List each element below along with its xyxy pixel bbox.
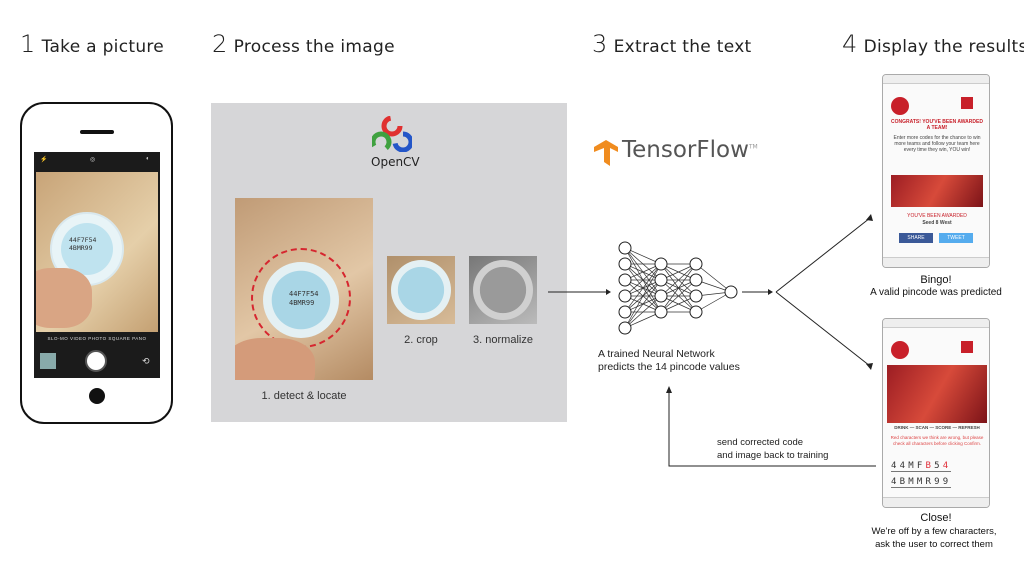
pin-char[interactable]: 4 [891,477,900,488]
share-button: SHARE [899,233,933,243]
neural-network [619,242,737,334]
network-node [619,258,631,270]
network-edge [625,280,661,328]
network-node [690,274,702,286]
close-subtitle-line: ask the user to correct them [846,538,1022,551]
pin-row-2: 4BMMR99 [891,477,981,487]
browser-toolbar [883,257,990,268]
network-node [619,290,631,302]
feedback-caption-line: send corrected code [717,436,828,449]
network-node [690,258,702,270]
pin-char[interactable]: 5 [934,461,943,472]
pin-char[interactable]: M [908,477,917,488]
pin-char[interactable]: 4 [900,461,909,472]
network-node [655,290,667,302]
pin-char[interactable]: M [917,477,926,488]
pin-row-1: 44MFB54 [891,461,981,471]
brand-logo-icon [891,341,909,359]
pin-char[interactable]: B [926,461,935,472]
network-node [619,242,631,254]
close-subtitle-line: We're off by a few characters, [846,525,1022,538]
network-node [690,306,702,318]
feedback-caption-line: and image back to training [717,449,828,462]
pin-char[interactable]: M [908,461,917,472]
promo-banner [891,175,983,207]
success-title: Bingo! [858,274,1014,286]
browser-toolbar [883,497,990,508]
arrow-to-close [776,292,870,366]
success-subtitle: A valid pincode was predicted [858,287,1014,298]
arrowhead-to-success [866,214,873,221]
status-bar [883,75,989,84]
feedback-caption: send corrected code and image back to tr… [717,436,828,462]
awarded-label: YOU'VE BEEN AWARDED [889,213,985,219]
close-screen: DRINK — SCAN — SCORE — REFRESH Red chara… [882,318,990,508]
network-node [655,306,667,318]
arrow-to-success [776,218,870,292]
tweet-button: TWEET [939,233,973,243]
brand-logo-icon [891,97,909,115]
arrowhead-network-out [768,289,773,295]
team-name: Seed 8 West [889,220,985,226]
arrowhead-process-to-network [606,289,611,295]
network-node [619,322,631,334]
network-node [655,258,667,270]
network-caption-line: predicts the 14 pincode values [598,361,740,374]
slogan: DRINK — SCAN — SCORE — REFRESH [887,425,987,431]
network-caption: A trained Neural Network predicts the 14… [598,348,740,374]
feedback-arrowhead [666,386,672,393]
promo-banner [887,365,987,423]
close-title: Close! [858,512,1014,524]
pin-char[interactable]: F [917,461,926,472]
status-bar [883,319,989,328]
pin-char[interactable]: 9 [943,477,952,488]
arrowhead-to-close [866,363,873,370]
network-node [619,306,631,318]
partner-logo-icon [961,341,973,353]
network-node [690,290,702,302]
pin-char[interactable]: 4 [943,461,952,472]
close-subtitle: We're off by a few characters, ask the u… [846,525,1022,551]
pin-char[interactable]: B [900,477,909,488]
network-node [619,274,631,286]
success-body: Enter more codes for the chance to win m… [891,135,983,153]
success-headline: CONGRATS! YOU'VE BEEN AWARDED A TEAM! [889,119,985,131]
pin-char[interactable]: R [926,477,935,488]
pin-char[interactable]: 9 [934,477,943,488]
network-node [725,286,737,298]
network-node [655,274,667,286]
partner-logo-icon [961,97,973,109]
network-caption-line: A trained Neural Network [598,348,740,361]
success-screen: CONGRATS! YOU'VE BEEN AWARDED A TEAM! En… [882,74,990,268]
correction-warning: Red characters we think are wrong, but p… [889,435,985,446]
pin-char[interactable]: 4 [891,461,900,472]
